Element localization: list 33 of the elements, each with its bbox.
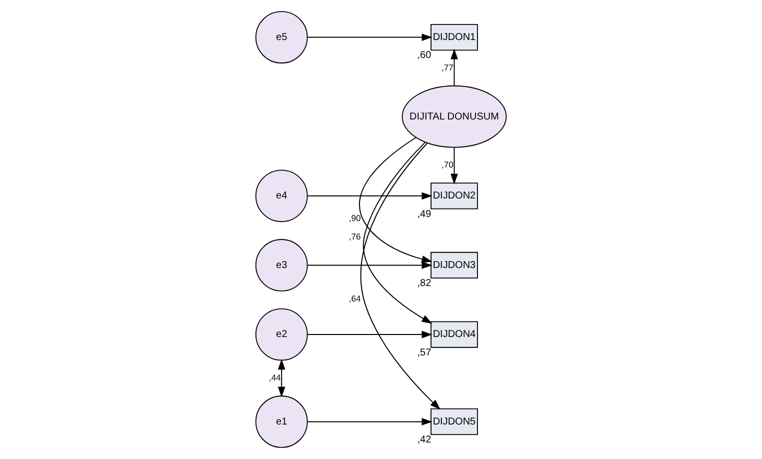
arrow xyxy=(450,147,458,184)
node-label: ,60 xyxy=(417,50,432,62)
arrow xyxy=(306,34,432,41)
arrow xyxy=(450,48,458,86)
arrow xyxy=(359,137,432,263)
node-box: DIJDON5 xyxy=(430,408,478,436)
arrow xyxy=(306,330,432,338)
node-circle: e3 xyxy=(255,239,308,292)
edge-label: ,64 xyxy=(348,294,361,304)
arrow xyxy=(306,418,432,426)
node-circle: e2 xyxy=(255,308,308,361)
node-box: DIJDON2 xyxy=(430,182,478,210)
node-circle: e1 xyxy=(255,396,308,448)
arrow xyxy=(363,142,432,324)
node-circle: e5 xyxy=(255,11,308,64)
node-label: ,57 xyxy=(417,347,432,358)
node-ellipse: DIJITAL DONUSUM xyxy=(402,85,507,148)
node-box: DIJDON3 xyxy=(430,252,478,279)
node-label: ,42 xyxy=(417,434,432,446)
node-box: DIJDON4 xyxy=(430,321,478,348)
edge-label: ,70 xyxy=(442,159,454,170)
node-label: ,49 xyxy=(417,208,432,220)
node-box: DIJDON1 xyxy=(430,24,478,51)
edge-label: ,77 xyxy=(442,62,454,72)
edge-label: ,76 xyxy=(348,232,361,242)
arrow xyxy=(306,192,432,200)
node-circle: e4 xyxy=(255,170,308,222)
edge-label: ,90 xyxy=(348,212,361,223)
arrow xyxy=(278,358,286,398)
node-label: ,82 xyxy=(417,278,432,290)
edge-label: ,44 xyxy=(268,372,281,382)
arrow xyxy=(360,142,441,410)
arrow xyxy=(306,262,432,269)
